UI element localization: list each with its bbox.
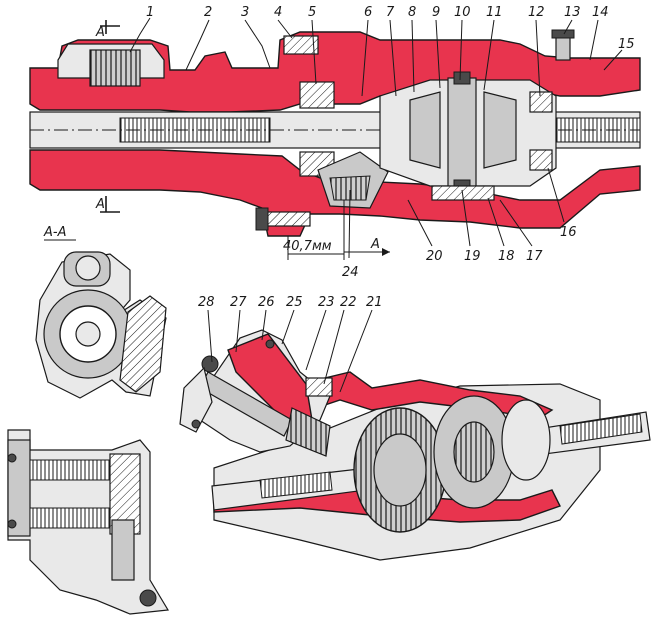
bevel-gear-teeth (329, 175, 371, 201)
callout-12: 12 (528, 5, 545, 20)
section-side-plug (119, 295, 167, 393)
callout-10: 10 (454, 5, 471, 20)
callout-13: 13 (564, 5, 581, 20)
callout-7: 7 (386, 5, 395, 20)
callout-14: 14 (592, 5, 609, 20)
callout-22: 22 (340, 295, 357, 310)
bolt-4 (283, 35, 319, 55)
side-drain-plug (139, 589, 157, 607)
breather-cap (551, 29, 575, 39)
adjust-bolt (265, 211, 311, 227)
cross-pin (447, 77, 477, 187)
iso-bearing-cup (305, 377, 333, 397)
iso-right-bearing (501, 399, 551, 481)
callout-leaders-top (129, 17, 623, 259)
callout-16: 16 (560, 225, 577, 240)
callout-2: 2 (204, 5, 212, 20)
iso-output-splines (559, 413, 643, 445)
isometric-cutaway (179, 329, 651, 561)
bearing-5 (299, 81, 335, 109)
iso-lock-nut (201, 355, 219, 373)
iso-flange-bolt-2 (265, 339, 275, 349)
callout-19: 19 (464, 249, 481, 264)
callout-8: 8 (408, 5, 416, 20)
pin-top (453, 71, 471, 85)
callouts-bottom: 28 27 26 25 23 22 21 (198, 295, 383, 310)
callout-15: 15 (618, 37, 635, 52)
callout-24: 24 (342, 265, 359, 280)
callouts-top: 1 2 3 4 5 6 7 8 9 10 11 12 13 14 15 16 1… (146, 5, 635, 280)
callout-1: 1 (146, 5, 154, 20)
callout-23: 23 (318, 295, 335, 310)
iso-mount-flange (179, 366, 213, 433)
callout-3: 3 (241, 5, 249, 20)
view-label: А (370, 237, 380, 252)
callout-20: 20 (426, 249, 443, 264)
drive-gear (89, 49, 141, 87)
section-mark-top: А (95, 25, 105, 40)
callout-9: 9 (432, 5, 440, 20)
callout-11: 11 (486, 5, 503, 20)
iso-diff-gears (453, 421, 495, 483)
side-bolt-1 (7, 453, 17, 463)
callout-5: 5 (308, 5, 316, 20)
iso-bevel-hub (373, 433, 427, 507)
side-shaft-lower (29, 507, 111, 529)
iso-flange-bolt-1 (191, 419, 201, 429)
dimension-value: 40,7мм (283, 239, 332, 254)
section-mark-bottom: А (95, 197, 105, 212)
side-gear-left (409, 91, 441, 169)
side-bolt-2 (7, 519, 17, 529)
bearing-16 (529, 149, 553, 171)
bolt-head (255, 207, 269, 231)
section-a-a-view: А-А (35, 225, 167, 399)
callout-6: 6 (364, 5, 372, 20)
callout-17: 17 (526, 249, 543, 264)
section-shaft (75, 321, 101, 347)
callout-26: 26 (258, 295, 275, 310)
side-view (7, 429, 169, 615)
section-title: А-А (43, 225, 66, 240)
section-top-pin (75, 255, 101, 281)
callout-28: 28 (198, 295, 215, 310)
callout-25: 25 (286, 295, 303, 310)
breather-plug (555, 35, 571, 61)
callout-4: 4 (274, 5, 282, 20)
side-shaft-upper (29, 459, 111, 481)
iso-input-splines (259, 471, 333, 499)
callout-27: 27 (230, 295, 247, 310)
side-gear-right (483, 91, 517, 169)
bearing-12 (529, 91, 553, 113)
view-arrow-head (382, 248, 390, 256)
callout-leaders-bottom (207, 309, 373, 393)
iso-pinion-gear (285, 407, 331, 457)
side-boss (111, 519, 135, 581)
side-flange (7, 439, 31, 537)
longitudinal-section: А А 40,7мм А (29, 20, 641, 260)
callout-21: 21 (366, 295, 383, 310)
callout-18: 18 (498, 249, 515, 264)
